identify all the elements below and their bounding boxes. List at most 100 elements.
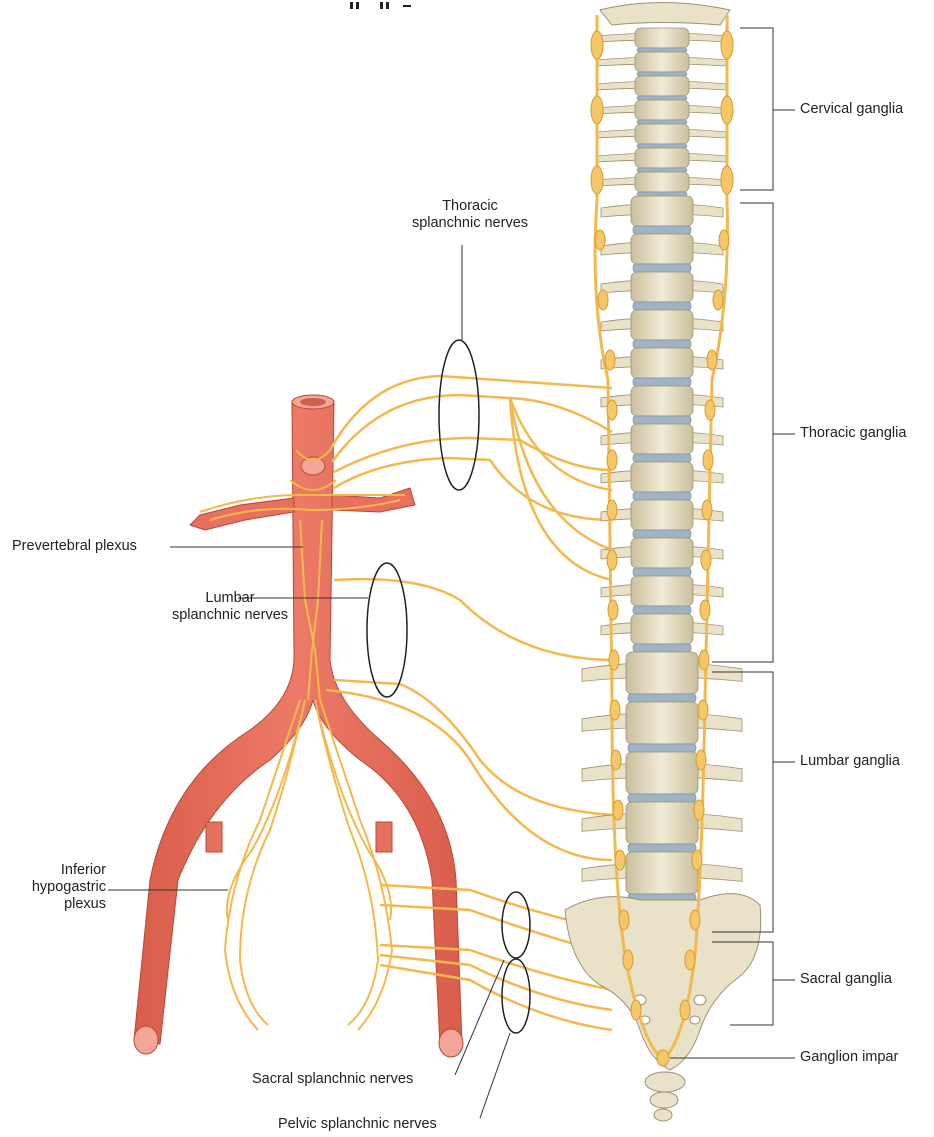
- vertebral-body: [631, 462, 693, 492]
- ganglion: [713, 290, 723, 310]
- ganglion: [721, 31, 733, 59]
- ganglion: [721, 166, 733, 194]
- ganglion: [591, 166, 603, 194]
- vertebral-body: [631, 234, 693, 264]
- ganglion: [613, 800, 623, 820]
- ganglion: [609, 650, 619, 670]
- label-thoracic-splanchnic-line1: Thoracic: [400, 198, 540, 215]
- intervertebral-disc: [628, 694, 696, 702]
- ganglion: [685, 950, 695, 970]
- ganglion: [721, 96, 733, 124]
- ganglion: [591, 31, 603, 59]
- ganglion: [611, 750, 621, 770]
- ganglion: [702, 500, 712, 520]
- vertebral-body: [626, 652, 698, 694]
- vertebral-body: [635, 76, 689, 96]
- intervertebral-disc: [633, 302, 691, 310]
- top-mark: [350, 2, 411, 9]
- label-lumbar-splanchnic: Lumbar splanchnic nerves: [155, 590, 305, 624]
- vertebral-body: [631, 424, 693, 454]
- intervertebral-disc: [628, 794, 696, 802]
- ganglion: [705, 400, 715, 420]
- ganglion: [690, 910, 700, 930]
- vertebral-body: [631, 500, 693, 530]
- vertebral-body: [626, 802, 698, 844]
- intervertebral-disc: [633, 530, 691, 538]
- vertebral-body: [635, 148, 689, 168]
- vertebral-body: [626, 852, 698, 894]
- ganglion: [707, 350, 717, 370]
- intervertebral-disc: [637, 72, 687, 76]
- intervertebral-disc: [633, 606, 691, 614]
- intervertebral-disc: [637, 192, 687, 196]
- vertebral-body: [635, 52, 689, 72]
- ganglion: [607, 450, 617, 470]
- ganglion: [631, 1000, 641, 1020]
- label-lumbar-splanchnic-line1: Lumbar: [155, 590, 305, 607]
- intervertebral-disc: [633, 378, 691, 386]
- ganglion: [608, 600, 618, 620]
- intervertebral-disc: [633, 454, 691, 462]
- vertebral-body: [631, 310, 693, 340]
- ganglion: [598, 290, 608, 310]
- ganglion: [610, 700, 620, 720]
- intervertebral-disc: [633, 264, 691, 272]
- label-ganglion-impar: Ganglion impar: [800, 1049, 898, 1066]
- ganglion: [703, 450, 713, 470]
- vertebral-body: [631, 196, 693, 226]
- intervertebral-disc: [633, 568, 691, 576]
- ganglion: [607, 400, 617, 420]
- label-pelvic-splanchnic: Pelvic splanchnic nerves: [278, 1116, 437, 1133]
- vertebral-body: [631, 576, 693, 606]
- label-lumbar-splanchnic-line2: splanchnic nerves: [155, 607, 305, 624]
- ganglion: [694, 800, 704, 820]
- ganglion: [605, 350, 615, 370]
- intervertebral-disc: [628, 744, 696, 752]
- label-inferior-hypogastric-line1: Inferior: [0, 862, 106, 879]
- ganglion: [696, 750, 706, 770]
- vertebral-body: [626, 752, 698, 794]
- label-sacral-splanchnic: Sacral splanchnic nerves: [252, 1071, 413, 1088]
- label-prevertebral-plexus: Prevertebral plexus: [12, 538, 137, 555]
- ganglion: [719, 230, 729, 250]
- vertebral-body: [635, 100, 689, 120]
- label-cervical-ganglia: Cervical ganglia: [800, 101, 903, 118]
- label-inferior-hypogastric-line2: hypogastric: [0, 879, 106, 896]
- label-thoracic-splanchnic: Thoracic splanchnic nerves: [400, 198, 540, 232]
- ganglion: [607, 500, 617, 520]
- ganglion: [623, 950, 633, 970]
- intervertebral-disc: [633, 644, 691, 652]
- vertebral-body: [631, 538, 693, 568]
- intervertebral-disc: [637, 144, 687, 148]
- ganglion: [698, 700, 708, 720]
- intervertebral-disc: [633, 340, 691, 348]
- vertebral-body: [631, 386, 693, 416]
- intervertebral-disc: [633, 416, 691, 424]
- intervertebral-disc: [637, 48, 687, 52]
- vertebral-body: [635, 172, 689, 192]
- ganglion: [607, 550, 617, 570]
- ganglion: [701, 550, 711, 570]
- label-lumbar-ganglia: Lumbar ganglia: [800, 753, 900, 770]
- vertebral-body: [635, 28, 689, 48]
- vertebral-body: [631, 614, 693, 644]
- ganglion-impar: [657, 1050, 669, 1066]
- ganglion: [595, 230, 605, 250]
- intervertebral-disc: [637, 120, 687, 124]
- label-inferior-hypogastric-line3: plexus: [0, 896, 106, 913]
- ganglion: [619, 910, 629, 930]
- ganglion: [692, 850, 702, 870]
- vertebral-body: [635, 124, 689, 144]
- vertebral-body: [626, 702, 698, 744]
- ganglion: [700, 600, 710, 620]
- ganglion: [699, 650, 709, 670]
- vertebral-body: [631, 272, 693, 302]
- ganglion: [591, 96, 603, 124]
- intervertebral-disc: [633, 226, 691, 234]
- label-sacral-ganglia: Sacral ganglia: [800, 971, 892, 988]
- label-thoracic-splanchnic-line2: splanchnic nerves: [400, 215, 540, 232]
- label-thoracic-ganglia: Thoracic ganglia: [800, 425, 906, 442]
- intervertebral-disc: [628, 844, 696, 852]
- intervertebral-disc: [637, 168, 687, 172]
- vertebral-body: [631, 348, 693, 378]
